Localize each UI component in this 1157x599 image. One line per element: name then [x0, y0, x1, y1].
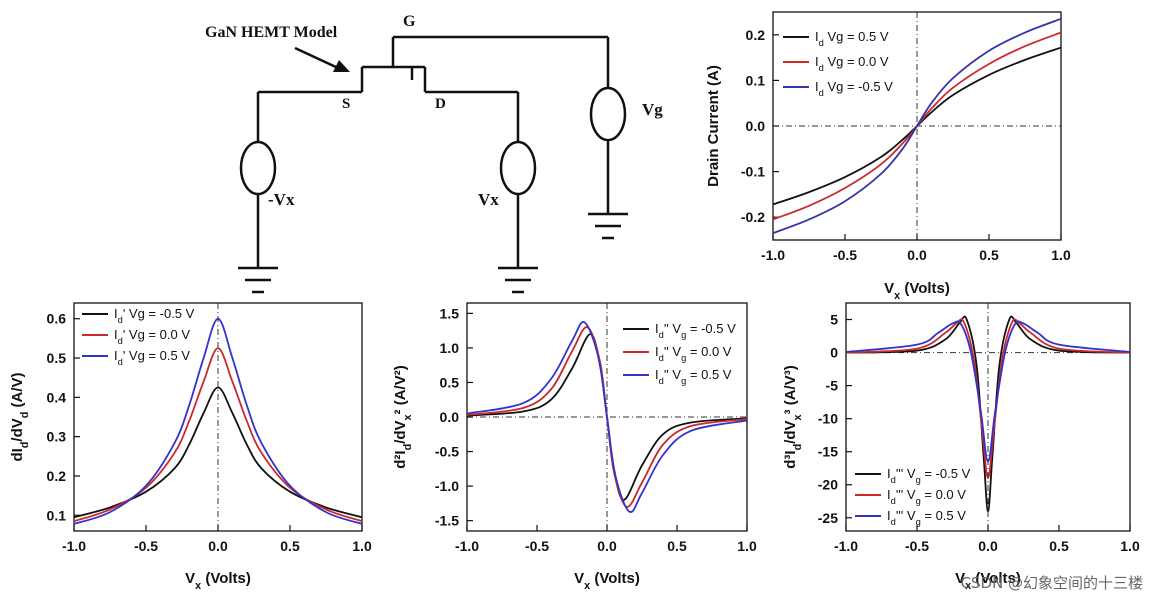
legend-label: Id' Vg = 0.5 V	[114, 348, 190, 367]
model-label: GaN HEMT Model	[205, 24, 338, 41]
x-axis-label: Vx (Volts)	[955, 570, 1021, 592]
vx-label: Vx	[478, 190, 499, 209]
y-tick-label: -5	[826, 378, 839, 394]
legend-label: Id'' Vg = 0.0 V	[655, 344, 732, 363]
legend-label: Id Vg = 0.0 V	[815, 54, 889, 73]
y-tick-label: 0.1	[47, 507, 67, 523]
x-tick-label: 1.0	[1051, 247, 1071, 263]
y-tick-label: -0.5	[435, 444, 459, 460]
legend-label: Id''' Vg = 0.0 V	[887, 487, 966, 506]
y-tick-label: 0	[830, 345, 838, 361]
y-axis-label: dId/dVd (A/V)	[9, 372, 31, 461]
series-line	[845, 315, 1131, 513]
x-tick-label: -0.5	[134, 538, 158, 554]
x-tick-label: 0.5	[280, 538, 300, 554]
chart-third-derivative: -1.0 -0.5 0.0 0.5 1.0 -25 -20 -15 -10 -5 0 5 Vx (Vol…	[782, 302, 1140, 592]
x-tick-label: 0.5	[1049, 538, 1069, 554]
y-tick-label: -1.5	[435, 513, 459, 529]
y-tick-label: 0.5	[440, 374, 460, 390]
ground-icon	[588, 212, 628, 240]
x-axis-label: Vx (Volts)	[884, 280, 950, 302]
vg-label: Vg	[642, 100, 663, 119]
x-tick-label: -1.0	[62, 538, 86, 554]
legend-label: Id'' Vg = -0.5 V	[655, 321, 736, 340]
series-line	[772, 17, 1062, 235]
legend-label: Id''' Vg = -0.5 V	[887, 466, 971, 485]
x-axis-label: Vx (Volts)	[574, 570, 640, 592]
drain-label: D	[435, 96, 446, 112]
x-tick-label: -0.5	[833, 247, 857, 263]
x-tick-label: 0.0	[907, 247, 927, 263]
drain-vx-icon	[499, 140, 537, 196]
y-tick-label: -25	[818, 510, 838, 526]
y-tick-label: 0.0	[746, 118, 766, 134]
y-tick-label: 0.6	[47, 311, 67, 327]
x-tick-label: 0.0	[208, 538, 228, 554]
x-tick-label: 0.0	[597, 538, 617, 554]
watermark: CSDN @幻象空间的十三楼	[960, 574, 1143, 592]
y-tick-label: 0.2	[47, 468, 67, 484]
y-tick-label: -20	[818, 477, 838, 493]
y-tick-label: 0.4	[47, 389, 67, 405]
source-vx-icon	[239, 140, 277, 196]
x-tick-label: -0.5	[905, 538, 929, 554]
series-line	[73, 317, 363, 525]
chart-first-derivative: -1.0 -0.5 0.0 0.5 1.0 0.1 0.2 0.3 0.4 0.5 0.6 Vx (V…	[9, 302, 372, 592]
chart-second-derivative: -1.0 -0.5 0.0 0.5 1.0 -1.5 -1.0 -0.5 0.0 0.5 1.0 1.…	[392, 302, 757, 592]
legend-label: Id''' Vg = 0.5 V	[887, 508, 966, 527]
y-tick-label: 5	[830, 312, 838, 328]
legend-label: Id' Vg = -0.5 V	[114, 306, 195, 325]
y-tick-label: 1.5	[440, 305, 460, 321]
x-tick-label: 0.5	[667, 538, 687, 554]
series-line	[73, 347, 363, 523]
y-tick-label: 0.3	[47, 429, 67, 445]
series-line	[466, 321, 748, 513]
y-tick-label: 0.0	[440, 409, 460, 425]
legend-label: Id' Vg = 0.0 V	[114, 327, 190, 346]
y-axis-label: d³Id/dVx³ (A/V³)	[782, 365, 804, 468]
x-tick-label: -1.0	[834, 538, 858, 554]
circuit-schematic: GaN HEMT Model G S -Vx	[205, 13, 663, 294]
y-tick-label: -0.1	[741, 164, 765, 180]
ground-icon	[238, 266, 278, 294]
gate-label: G	[403, 13, 416, 30]
ground-icon	[498, 266, 538, 294]
legend-label: Id'' Vg = 0.5 V	[655, 367, 732, 386]
y-tick-label: 1.0	[440, 340, 460, 356]
x-tick-label: 0.0	[978, 538, 998, 554]
x-tick-label: -1.0	[455, 538, 479, 554]
legend-label: Id Vg = 0.5 V	[815, 29, 889, 48]
gate-vg-icon	[589, 86, 627, 142]
y-tick-label: 0.2	[746, 27, 766, 43]
x-tick-label: 1.0	[1120, 538, 1140, 554]
y-axis-label: Drain Current (A)	[705, 65, 722, 187]
series-line	[73, 386, 363, 519]
y-tick-label: -15	[818, 444, 838, 460]
y-tick-label: -1.0	[435, 478, 459, 494]
y-tick-label: 0.5	[47, 350, 67, 366]
x-tick-label: 1.0	[352, 538, 372, 554]
y-tick-label: -10	[818, 411, 838, 427]
transistor-symbol	[360, 35, 608, 92]
y-tick-label: 0.1	[746, 72, 766, 88]
x-tick-label: 1.0	[737, 538, 757, 554]
chart-drain-current: -1.0 -0.5 0.0 0.5 1.0 -0.2 -0.1 0.0 0.1 0.2 Vx (Vo…	[705, 11, 1071, 302]
neg-vx-label: -Vx	[268, 190, 295, 209]
x-axis-label: Vx (Volts)	[185, 570, 251, 592]
series-line	[845, 318, 1131, 480]
legend-label: Id Vg = -0.5 V	[815, 79, 893, 98]
y-axis-label: d²Id/dVx² (A/V²)	[392, 365, 414, 468]
arrow-icon	[294, 46, 350, 72]
source-label: S	[342, 96, 350, 112]
series-line	[845, 320, 1131, 463]
y-tick-label: -0.2	[741, 209, 765, 225]
x-tick-label: 0.5	[979, 247, 999, 263]
x-tick-label: -0.5	[525, 538, 549, 554]
x-tick-label: -1.0	[761, 247, 785, 263]
